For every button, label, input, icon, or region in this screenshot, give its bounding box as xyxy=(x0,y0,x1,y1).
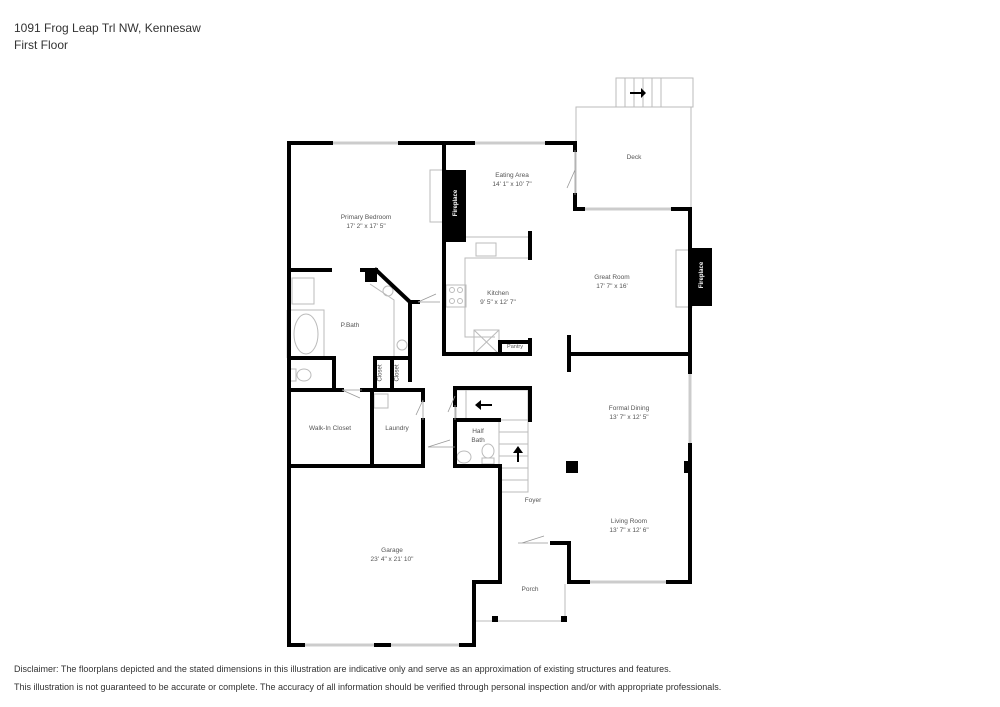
room-name: Deck xyxy=(626,154,642,161)
room-half-bath: Half Bath xyxy=(471,427,484,445)
room-name: Primary Bedroom xyxy=(340,214,392,221)
room-name: Pantry xyxy=(507,344,523,350)
room-name-line2: Bath xyxy=(471,437,485,444)
room-closet-2: Closet xyxy=(394,364,401,382)
room-name: P.Bath xyxy=(340,322,360,329)
room-great-room: Great Room 17' 7" x 16' xyxy=(594,273,629,291)
floor-label: First Floor xyxy=(14,38,68,52)
room-name: Great Room xyxy=(594,274,630,281)
room-name: Garage xyxy=(381,547,403,554)
room-eating-area: Eating Area 14' 1" x 10' 7" xyxy=(492,171,531,189)
room-name: Kitchen xyxy=(487,290,509,297)
room-laundry: Laundry xyxy=(385,424,409,433)
room-dims: 17' 7" x 16' xyxy=(596,283,628,290)
room-garage: Garage 23' 4" x 21' 10" xyxy=(371,546,414,564)
fireplace-label-2: Fireplace xyxy=(699,261,705,289)
room-name-line1: Half xyxy=(472,428,484,435)
disclaimer-line-1: Disclaimer: The floorplans depicted and … xyxy=(14,664,672,674)
room-dims: 9' 5" x 12' 7" xyxy=(480,299,516,306)
room-porch: Porch xyxy=(522,585,539,594)
room-name: Walk-In Closet xyxy=(308,425,352,432)
fireplace-label-1: Fireplace xyxy=(453,189,459,217)
room-closet-1: Closet xyxy=(377,364,384,382)
room-deck: Deck xyxy=(627,153,642,162)
room-formal-dining: Formal Dining 13' 7" x 12' 5" xyxy=(609,404,649,422)
room-dims: 14' 1" x 10' 7" xyxy=(492,181,532,188)
room-p-bath: P.Bath xyxy=(341,321,360,330)
room-primary-bedroom: Primary Bedroom 17' 2" x 17' 5" xyxy=(341,213,392,231)
room-name: Formal Dining xyxy=(608,405,650,412)
cooktop xyxy=(445,284,467,308)
stairs-arrow-up-icon xyxy=(513,446,523,462)
room-pantry: Pantry xyxy=(507,343,523,352)
room-dims: 17' 2" x 17' 5" xyxy=(346,223,386,230)
room-name: Foyer xyxy=(524,497,542,504)
room-dims: 13' 7" x 12' 5" xyxy=(609,414,649,421)
column xyxy=(566,461,578,473)
room-kitchen: Kitchen 9' 5" x 12' 7" xyxy=(480,289,516,307)
stairs-arrow-left-icon xyxy=(475,400,492,410)
column xyxy=(684,461,691,473)
room-name: Living Room xyxy=(610,518,648,525)
deck-stairs xyxy=(615,77,694,108)
room-name: Eating Area xyxy=(495,172,529,179)
room-name: Laundry xyxy=(385,425,409,432)
room-walk-in-closet: Walk-In Closet xyxy=(309,424,351,433)
fireplace-great-room xyxy=(692,248,712,306)
disclaimer-line-2: This illustration is not guaranteed to b… xyxy=(14,682,722,692)
deck-stairs-arrow-icon xyxy=(630,88,646,98)
fireplace-eating-area xyxy=(446,170,466,242)
room-dims: 23' 4" x 21' 10" xyxy=(370,556,414,563)
property-address: 1091 Frog Leap Trl NW, Kennesaw xyxy=(14,21,201,35)
room-foyer: Foyer xyxy=(525,496,542,505)
room-name: Porch xyxy=(521,586,539,593)
room-living-room: Living Room 13' 7" x 12' 6" xyxy=(609,517,648,535)
room-dims: 13' 7" x 12' 6" xyxy=(609,527,649,534)
